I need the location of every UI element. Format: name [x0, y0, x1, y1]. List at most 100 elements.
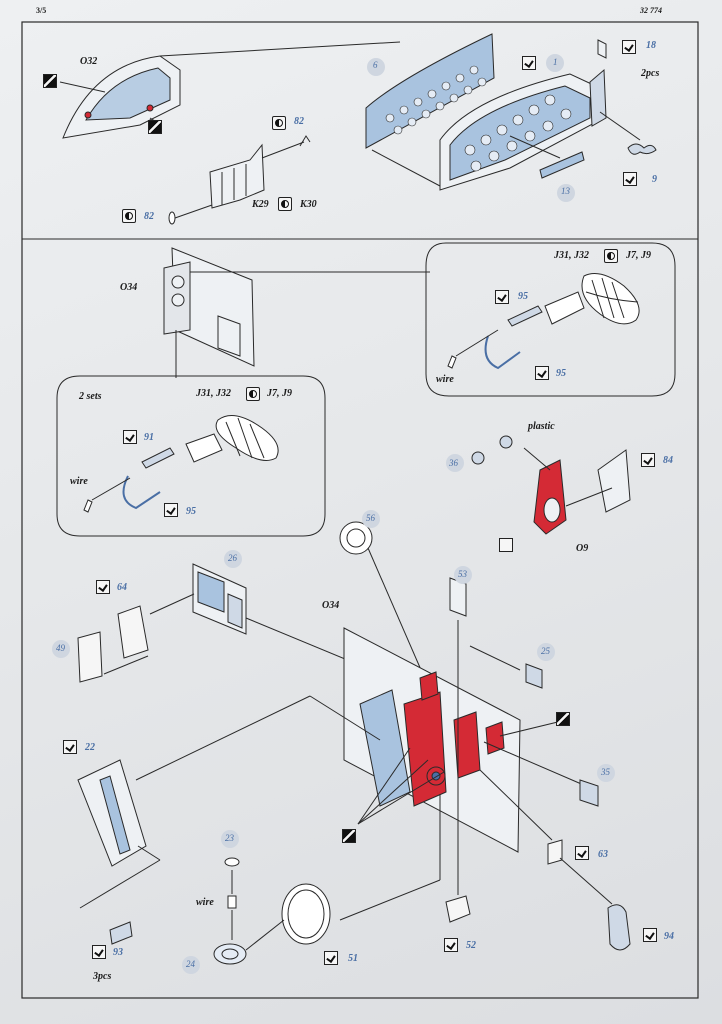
label-k30: K30 — [300, 199, 317, 210]
label-alt-codes: J7, J9 — [626, 250, 651, 261]
misc-parts — [445, 577, 631, 951]
label-wire: wire — [70, 476, 88, 487]
label-k29: K29 — [252, 199, 269, 210]
paint-box-icon — [604, 249, 618, 263]
callout-35 — [597, 764, 615, 782]
hinge-part — [168, 135, 311, 225]
part-number-35: 35 — [601, 767, 610, 777]
paint-box-icon — [272, 116, 286, 130]
callout-13 — [557, 184, 575, 202]
part-number-53: 53 — [458, 569, 467, 579]
label-o32: O32 — [80, 56, 98, 67]
part-number-82: 82 — [294, 116, 304, 127]
lamp-upper-right — [447, 273, 640, 370]
panel-o34-small — [163, 247, 430, 378]
label-o34: O34 — [120, 282, 138, 293]
paint-box-icon — [246, 387, 260, 401]
label-2pcs: 2pcs — [641, 68, 660, 79]
part-number-84: 84 — [663, 455, 673, 466]
panel-o34-main — [135, 620, 587, 921]
part-number-25: 25 — [541, 646, 550, 656]
bend-box-icon — [495, 290, 509, 304]
part-number-22: 22 — [85, 742, 95, 753]
bend-box-icon — [63, 740, 77, 754]
parts-23-24-51 — [213, 857, 331, 965]
callout-1 — [546, 54, 564, 72]
part-number-23: 23 — [225, 833, 234, 843]
callout-26 — [224, 550, 242, 568]
part-number-91: 91 — [144, 432, 154, 443]
bend-box-icon — [643, 928, 657, 942]
label-plastic: plastic — [528, 421, 555, 432]
part-number-56: 56 — [366, 513, 375, 523]
part-o9 — [471, 435, 631, 535]
set-number: 32 774 — [640, 6, 662, 15]
part-number-9: 9 — [652, 174, 657, 185]
part-number-95: 95 — [186, 506, 196, 517]
label-wire: wire — [196, 897, 214, 908]
paint-box-icon — [278, 197, 292, 211]
part-number-24: 24 — [186, 959, 195, 969]
bend-box-icon — [641, 453, 655, 467]
page-number: 3/5 — [36, 6, 47, 15]
part-number-13: 13 — [561, 186, 570, 196]
callout-25 — [537, 643, 555, 661]
part-number-94: 94 — [664, 931, 674, 942]
part-22 — [77, 759, 161, 945]
part-number-6: 6 — [373, 60, 378, 70]
label-3pcs: 3pcs — [93, 971, 112, 982]
callout-23 — [221, 830, 239, 848]
part-number-1: 1 — [553, 57, 558, 67]
bend-box-icon — [575, 846, 589, 860]
callout-6 — [367, 58, 385, 76]
label-wire: wire — [436, 374, 454, 385]
label-codes: J31, J32 — [554, 250, 589, 261]
photoetch-box-icon — [556, 712, 570, 726]
paint-box-icon — [122, 209, 136, 223]
instrument-panel-6 — [365, 33, 495, 149]
part-number-26: 26 — [228, 553, 237, 563]
bend-box-icon — [522, 56, 536, 70]
part-number-51: 51 — [348, 953, 358, 964]
callout-56 — [362, 510, 380, 528]
label-2-sets: 2 sets — [79, 391, 102, 402]
photoetch-box-icon — [342, 829, 356, 843]
part-number-52: 52 — [466, 940, 476, 951]
callout-49 — [52, 640, 70, 658]
bend-box-icon — [444, 938, 458, 952]
part-number-64: 64 — [117, 582, 127, 593]
label-o9: O9 — [576, 543, 589, 554]
bend-box-icon — [123, 430, 137, 444]
photoetch-box-icon — [43, 74, 57, 88]
inset-right — [425, 242, 676, 397]
part-number-93: 93 — [113, 947, 123, 958]
panel-o32 — [59, 41, 401, 139]
part-number-18: 18 — [646, 40, 656, 51]
part-number-49: 49 — [56, 643, 65, 653]
part-number-95: 95 — [518, 291, 528, 302]
callout-36 — [446, 454, 464, 472]
page-frame — [21, 21, 699, 999]
bend-box-icon — [164, 503, 178, 517]
bend-box-icon — [622, 40, 636, 54]
label-alt-codes: J7, J9 — [267, 388, 292, 399]
part-number-95: 95 — [556, 368, 566, 379]
bend-box-icon — [324, 951, 338, 965]
bend-box-icon — [96, 580, 110, 594]
label-codes: J31, J32 — [196, 388, 231, 399]
part-56 — [339, 521, 429, 687]
bend-box-icon — [535, 366, 549, 380]
bend-box-icon — [92, 945, 106, 959]
callout-53 — [454, 566, 472, 584]
plastic-box-icon — [499, 538, 513, 552]
part-number-82: 82 — [144, 211, 154, 222]
bend-box-icon — [623, 172, 637, 186]
inset-left — [56, 375, 326, 537]
part-number-36: 36 — [449, 458, 458, 468]
part-number-63: 63 — [598, 849, 608, 860]
callout-24 — [182, 956, 200, 974]
photoetch-box-icon — [148, 120, 162, 134]
instrument-panel-1 — [371, 39, 657, 191]
